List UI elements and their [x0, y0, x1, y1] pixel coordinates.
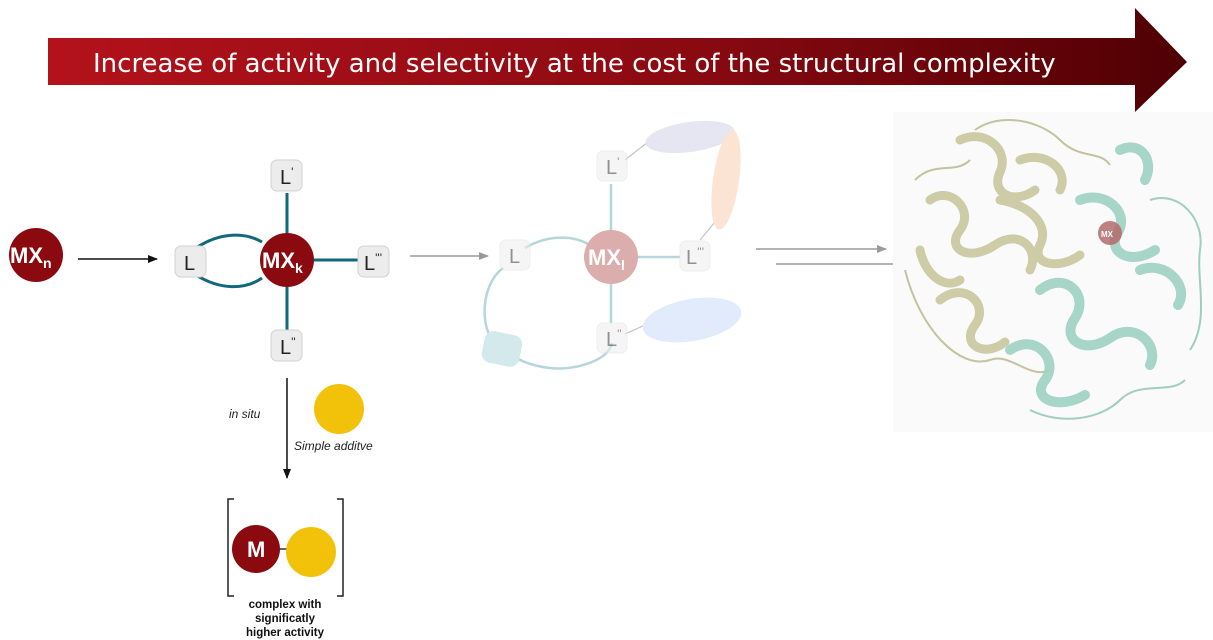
complex-caption-line-2: significatly — [255, 613, 316, 625]
protein-loops-olive — [904, 118, 1111, 374]
appendage-cube — [481, 331, 523, 367]
additive-branch: in situ Simple additve M complex with si… — [227, 378, 373, 639]
svg-text:L''': L''' — [686, 245, 704, 269]
complex-additive-circle — [286, 527, 336, 577]
protein-loops-teal — [1029, 197, 1203, 420]
banner-arrow-shape — [48, 8, 1187, 112]
simple-additive-circle — [314, 384, 364, 434]
ligand-box-top: L' — [270, 159, 303, 192]
complex-metal-label: M — [247, 537, 265, 562]
ligand-box-right: L''' — [357, 245, 390, 278]
metal-circle-mxl — [584, 230, 638, 284]
svg-text:L'': L'' — [606, 327, 622, 351]
complex-metal-circle — [232, 525, 280, 573]
metal-label-mxk: MXk — [262, 248, 303, 276]
appendage-ellipse-bottom — [642, 297, 742, 343]
svg-text:L: L — [509, 246, 520, 268]
ligand-box-left: L — [174, 245, 207, 278]
bracket-right — [337, 498, 344, 597]
banner-title: Increase of activity and selectivity at … — [93, 49, 1056, 79]
scaffold-loop — [483, 266, 614, 370]
linker-bottom — [624, 324, 646, 335]
stage1-metal-salt: MXn — [9, 228, 63, 282]
appendage-ellipse-top — [645, 120, 735, 154]
ligand-box-bottom-faded: L'' — [596, 322, 628, 354]
in-situ-note: in situ — [229, 407, 261, 421]
svg-text:L'': L'' — [280, 335, 296, 359]
svg-text:L': L' — [606, 155, 619, 179]
ligand-box-right-faded: L''' — [679, 240, 711, 272]
stage4-protein-structure: MX — [893, 112, 1213, 432]
scaffold-bond-left-upper — [524, 236, 589, 250]
svg-text:L': L' — [280, 165, 293, 189]
svg-text:L''': L''' — [364, 251, 382, 275]
bond-left-upper — [195, 233, 263, 250]
ligand-box-bottom: L'' — [270, 329, 303, 362]
appendage-ellipse-right — [711, 130, 741, 230]
linker-right — [699, 221, 716, 241]
stage3-elaborate-complex: MXl L' L L''' L'' — [481, 120, 742, 370]
linker-top — [624, 141, 649, 161]
protein-ribbon-olive — [915, 132, 1085, 354]
metal-circle-mxk — [260, 233, 314, 287]
svg-text:L: L — [184, 253, 195, 275]
bracket-left — [227, 498, 234, 597]
metal-label-mxl: MXl — [588, 245, 625, 273]
simple-additive-label: Simple additve — [294, 439, 373, 453]
metal-active-site — [1098, 221, 1122, 245]
metal-label-mxn: MXn — [10, 243, 52, 271]
ligand-box-top-faded: L' — [596, 150, 628, 182]
complex-caption-line-1: complex with — [249, 599, 322, 611]
header-arrow-banner: Increase of activity and selectivity at … — [48, 8, 1187, 112]
complex-caption-line-3: higher activity — [246, 627, 325, 639]
active-complex-bracketed: M — [227, 498, 344, 597]
metal-active-site-label: MX — [1101, 230, 1114, 239]
stage2-complex: MXk L' L L''' L'' — [174, 159, 390, 362]
metal-circle-mxn — [9, 228, 63, 282]
ligand-box-left-faded: L — [499, 239, 531, 271]
bond-left-lower — [195, 273, 263, 289]
